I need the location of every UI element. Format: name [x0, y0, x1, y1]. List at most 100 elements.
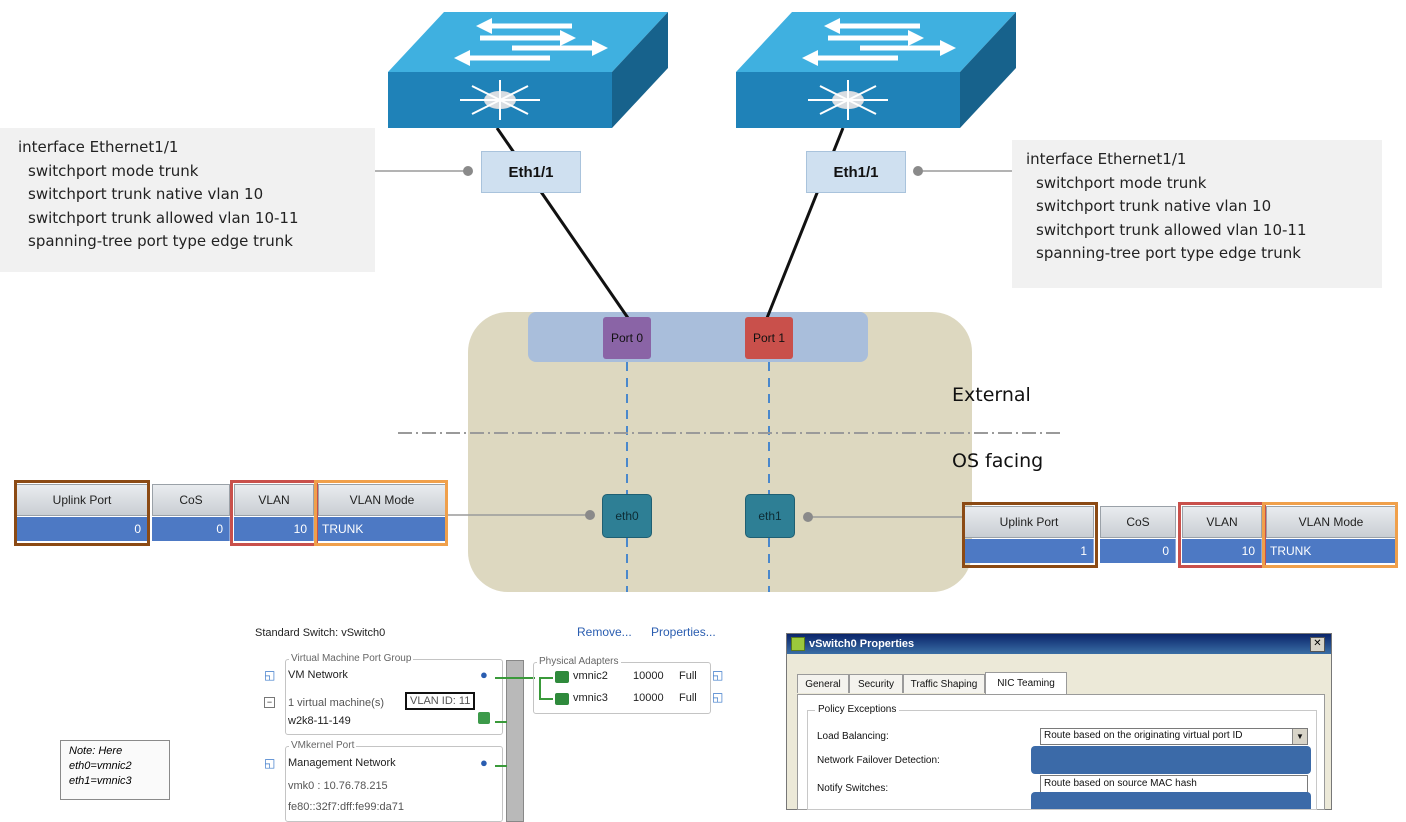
uplink-highlight-frame [962, 502, 1098, 568]
adapter-info-icon[interactable]: ◱ [712, 668, 724, 682]
load-balancing-select[interactable]: Route based on the originating virtual p… [1040, 728, 1308, 745]
adapter-duplex: Full [679, 692, 697, 704]
policy-header-vlan-mode: VLAN Mode [1266, 506, 1396, 538]
bus-connector [495, 677, 535, 679]
chevron-down-icon[interactable]: ▼ [1292, 729, 1307, 744]
load-balancing-value: Route based on the originating virtual p… [1044, 730, 1243, 741]
left-switch-port-label: Eth1/1 [481, 151, 581, 193]
vswitch-bus [506, 660, 524, 822]
policy-header-vlan: VLAN [234, 484, 314, 516]
adapter-name: vmnic3 [573, 692, 608, 704]
vm-network-label: VM Network [288, 669, 348, 681]
right-switch-config: interface Ethernet1/1 switchport mode tr… [1012, 140, 1382, 288]
nic-icon [555, 671, 569, 683]
policy-value-vlan-mode: TRUNK [1266, 539, 1396, 563]
vlan-mode-highlight-frame [1262, 502, 1398, 568]
left-vnic-policy-table: Uplink Port CoS VLAN VLAN Mode 0 0 10 TR… [14, 480, 448, 546]
adapter-connector [539, 677, 553, 679]
vswitch-title: Standard Switch: vSwitch0 [255, 627, 386, 639]
config-line: switchport trunk allowed vlan 10-11 [1036, 220, 1307, 239]
left-switch-config: interface Ethernet1/1 switchport mode tr… [0, 128, 375, 272]
vm-icon [478, 712, 490, 724]
config-line: interface Ethernet1/1 [1026, 150, 1187, 168]
vm-name: w2k8-11-149 [288, 715, 351, 727]
config-line: switchport trunk allowed vlan 10-11 [28, 208, 299, 227]
policy-value-cos: 0 [152, 517, 230, 541]
vm-port-group-title: Virtual Machine Port Group [289, 653, 414, 664]
switch-left [388, 12, 668, 128]
failover-detection-label: Network Failover Detection: [817, 755, 940, 766]
vm-network-port-icon: ● [480, 667, 488, 682]
physical-adapters-title: Physical Adapters [537, 656, 621, 667]
adapter-info-icon[interactable]: ◱ [712, 690, 724, 704]
policy-exceptions-group [807, 710, 1317, 810]
adapter-duplex: Full [679, 670, 697, 682]
vmkernel-port-group-title: VMkernel Port [289, 740, 357, 751]
failover-detection-field[interactable] [1031, 746, 1311, 774]
switch-right [736, 12, 1016, 128]
config-line: interface Ethernet1/1 [18, 138, 179, 156]
config-line: spanning-tree port type edge trunk [1036, 244, 1301, 262]
config-line: switchport trunk native vlan 10 [28, 185, 264, 203]
tab-strip: General Security Traffic Shaping NIC Tea… [797, 672, 1327, 694]
adapter-name: vmnic2 [573, 670, 608, 682]
vm-count-label: 1 virtual machine(s) [288, 697, 384, 709]
os-facing-label: OS facing [952, 450, 1044, 472]
external-label: External [952, 384, 1031, 406]
bus-connector [495, 765, 507, 767]
policy-exceptions-title: Policy Exceptions [815, 704, 900, 715]
vswitch-properties-dialog: vSwitch0 Properties ✕ General Security T… [786, 633, 1332, 810]
tab-general[interactable]: General [797, 674, 849, 693]
vlan-mode-highlight-frame [314, 480, 448, 546]
vswitch-panel: Standard Switch: vSwitch0 Remove... Prop… [255, 620, 735, 822]
vlan-highlight-frame [230, 480, 318, 546]
adapter-speed: 10000 [633, 692, 664, 704]
tab-security[interactable]: Security [849, 674, 903, 693]
adapter-body [468, 312, 972, 592]
dropdown-option-label: Route based on source MAC hash [1044, 778, 1197, 789]
remove-link[interactable]: Remove... [577, 625, 632, 639]
policy-header-uplink: Uplink Port [16, 484, 148, 516]
tab-nic-teaming[interactable]: NIC Teaming [985, 672, 1067, 694]
adapter-connector [539, 677, 541, 699]
mapping-note: Note: Here eth0=vmnic2 eth1=vmnic3 [60, 740, 170, 800]
notify-switches-label: Notify Switches: [817, 783, 889, 794]
policy-value-vlan: 10 [234, 517, 314, 541]
policy-header-cos: CoS [1100, 506, 1176, 538]
config-line: switchport mode trunk [1036, 173, 1207, 192]
bus-connector [495, 721, 507, 723]
mgmt-network-label: Management Network [288, 757, 396, 769]
right-vnic-policy-table: Uplink Port CoS VLAN VLAN Mode 1 0 10 TR… [962, 502, 1398, 568]
uplink-highlight-frame [14, 480, 150, 546]
dialog-title: vSwitch0 Properties [809, 638, 915, 650]
close-icon[interactable]: ✕ [1310, 637, 1325, 652]
tab-traffic-shaping[interactable]: Traffic Shaping [903, 674, 985, 693]
adapter-speed: 10000 [633, 670, 664, 682]
adapter-port1: Port 1 [745, 317, 793, 359]
policy-header-cos: CoS [152, 484, 230, 516]
physical-adapters-group [533, 662, 711, 714]
policy-value-vlan: 10 [1182, 539, 1262, 563]
policy-value-cos: 0 [1100, 539, 1176, 563]
right-switch-port-label: Eth1/1 [806, 151, 906, 193]
policy-header-vlan: VLAN [1182, 506, 1262, 538]
dialog-app-icon [791, 637, 805, 651]
left-policy-dot [585, 510, 595, 520]
dropdown-highlight[interactable] [1031, 792, 1311, 809]
note-line: Note: Here [69, 745, 123, 757]
policy-value-uplink: 0 [16, 517, 148, 541]
vlan-id-badge: VLAN ID: 11 [405, 692, 476, 710]
vm-network-icon: ◱ [264, 668, 276, 682]
dialog-titlebar: vSwitch0 Properties [787, 634, 1331, 654]
properties-link[interactable]: Properties... [651, 625, 716, 639]
right-config-dot [913, 166, 923, 176]
adapter-connector [539, 698, 553, 700]
expand-icon[interactable]: − [264, 697, 275, 708]
mgmt-port-icon: ● [480, 755, 488, 770]
adapter-port-band [528, 312, 868, 362]
right-policy-dot [803, 512, 813, 522]
policy-value-vlan-mode: TRUNK [318, 517, 446, 541]
vmk-ipv6: fe80::32f7:dff:fe99:da71 [288, 801, 405, 813]
load-balancing-label: Load Balancing: [817, 731, 889, 742]
nic-icon [555, 693, 569, 705]
